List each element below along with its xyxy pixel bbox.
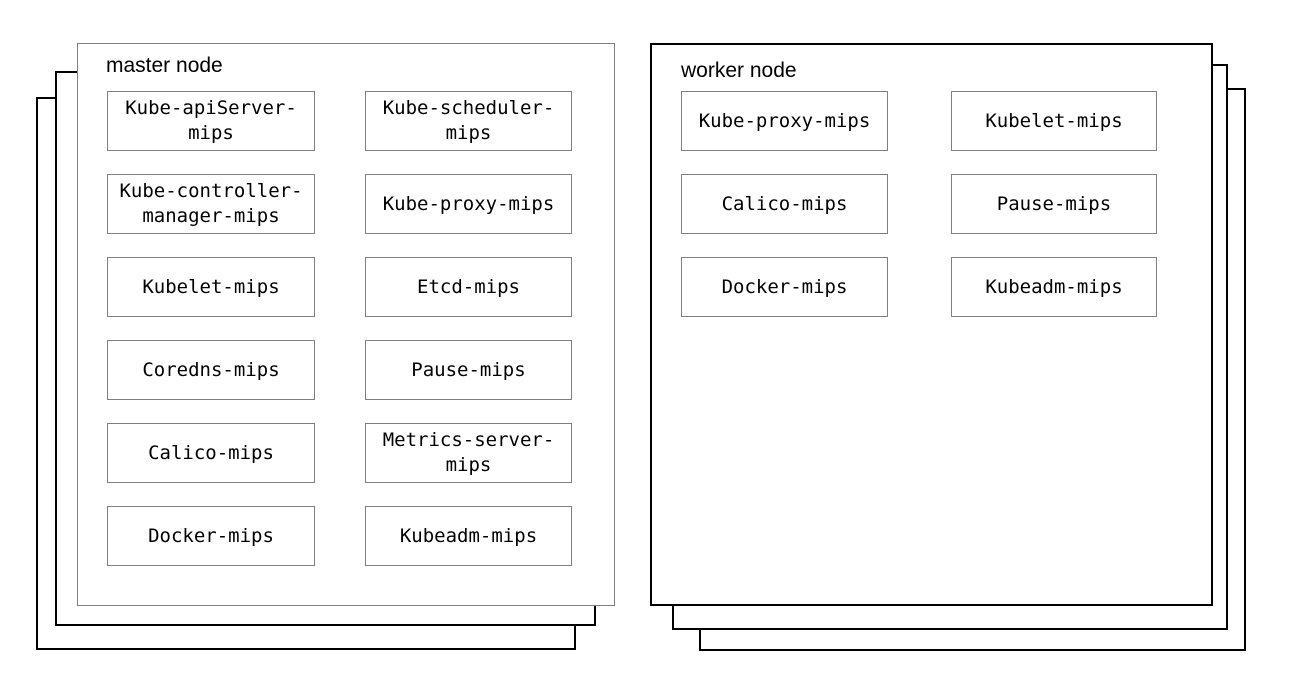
worker-components-grid: Kube-proxy-mips Kubelet-mips Calico-mips… bbox=[681, 91, 1157, 317]
component-box-kubeadm: Kubeadm-mips bbox=[365, 506, 572, 566]
component-box-calico: Calico-mips bbox=[107, 423, 315, 483]
worker-node-panel: worker node Kube-proxy-mips Kubelet-mips… bbox=[650, 43, 1213, 606]
component-box-pause: Pause-mips bbox=[365, 340, 572, 400]
component-box-pause: Pause-mips bbox=[951, 174, 1157, 234]
component-box-kubeadm: Kubeadm-mips bbox=[951, 257, 1157, 317]
component-box-kube-controller-manager: Kube-controller-manager-mips bbox=[107, 174, 315, 234]
component-box-kubelet: Kubelet-mips bbox=[107, 257, 315, 317]
worker-node-title: worker node bbox=[681, 59, 797, 82]
component-box-kubelet: Kubelet-mips bbox=[951, 91, 1157, 151]
component-box-etcd: Etcd-mips bbox=[365, 257, 572, 317]
master-components-grid: Kube-apiServer-mips Kube-scheduler-mips … bbox=[107, 91, 572, 566]
component-box-kube-proxy: Kube-proxy-mips bbox=[681, 91, 888, 151]
component-box-coredns: Coredns-mips bbox=[107, 340, 315, 400]
component-box-kube-proxy: Kube-proxy-mips bbox=[365, 174, 572, 234]
component-box-docker: Docker-mips bbox=[107, 506, 315, 566]
component-box-metrics-server: Metrics-server-mips bbox=[365, 423, 572, 483]
component-box-kube-scheduler: Kube-scheduler-mips bbox=[365, 91, 572, 151]
component-box-calico: Calico-mips bbox=[681, 174, 888, 234]
component-box-docker: Docker-mips bbox=[681, 257, 888, 317]
master-node-panel: master node Kube-apiServer-mips Kube-sch… bbox=[77, 43, 615, 606]
master-node-title: master node bbox=[106, 54, 223, 77]
component-box-kube-apiserver: Kube-apiServer-mips bbox=[107, 91, 315, 151]
